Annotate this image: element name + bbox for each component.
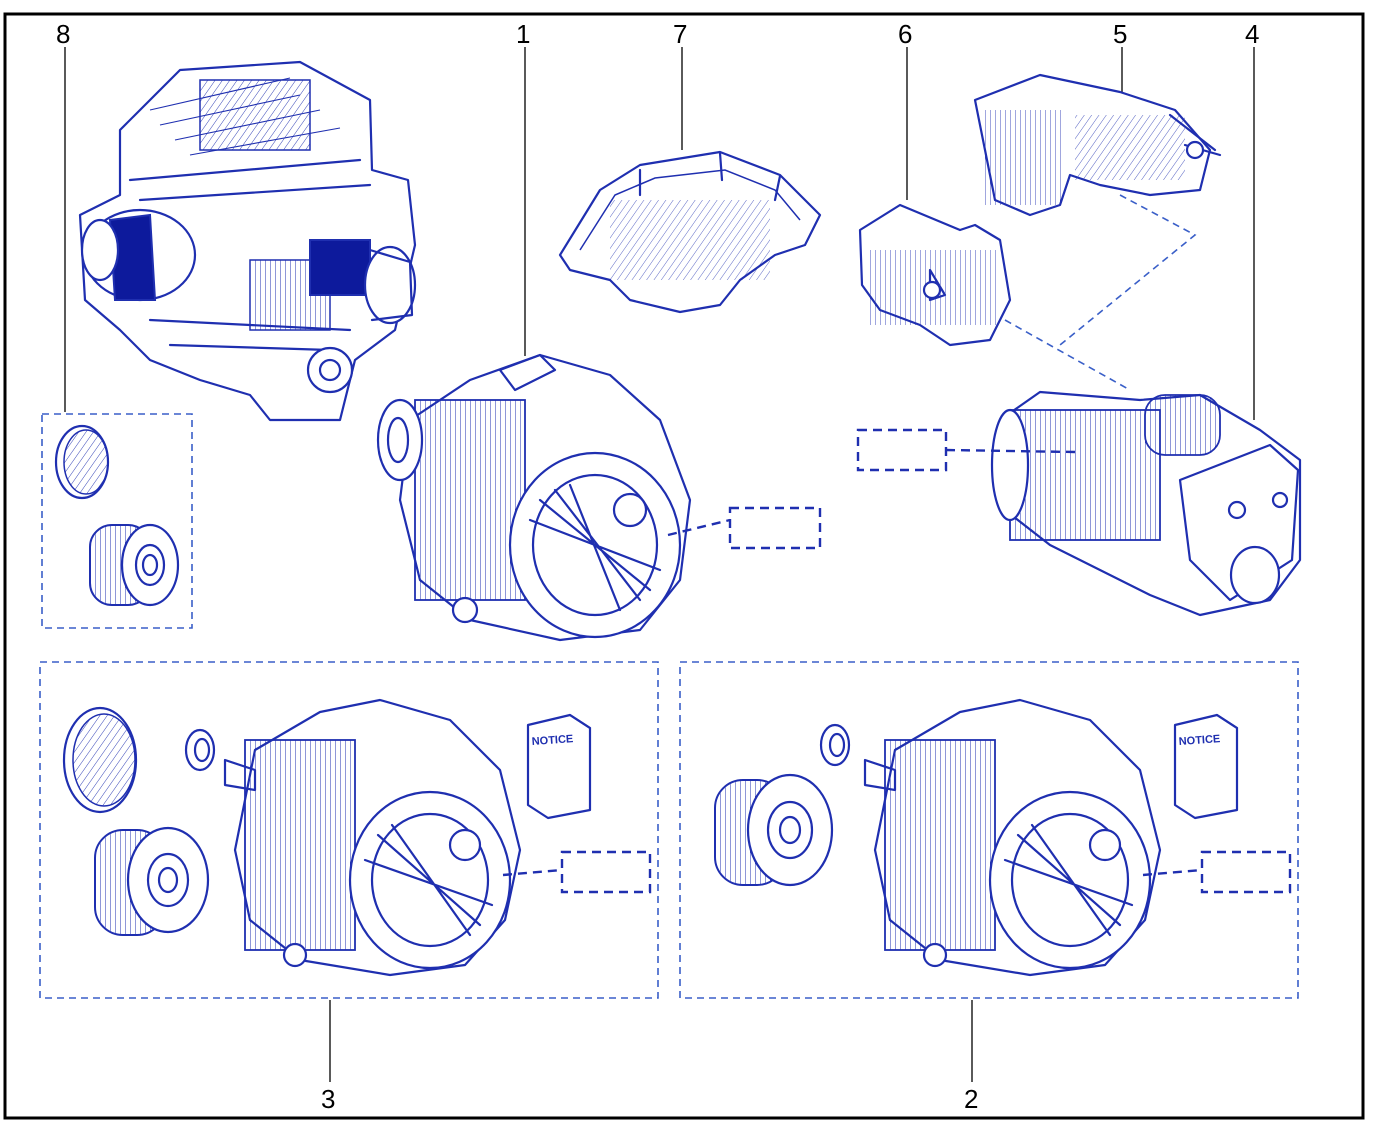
alternator-icon-2: [863, 698, 1292, 977]
callout-3: 3: [321, 1000, 335, 1114]
alternator-part-1: [376, 353, 822, 642]
engine-illustration: [78, 60, 417, 422]
notice-label-2: NOTICE: [1178, 733, 1220, 748]
callout-4-label: 4: [1245, 19, 1259, 49]
notice-booklet-icon-3: NOTICE: [526, 713, 592, 820]
seal-ring-icon-2: [819, 723, 851, 767]
protection-cover-part-7: [558, 150, 822, 314]
notice-booklet-icon-2: NOTICE: [1173, 713, 1239, 820]
callout-1: 1: [516, 19, 530, 356]
part-2-kit-group: NOTICE: [679, 661, 1299, 999]
callout-3-label: 3: [321, 1084, 335, 1114]
callout-2-label: 2: [964, 1084, 978, 1114]
decoupler-pulley-icon: [89, 523, 180, 607]
callout-2: 2: [964, 1000, 978, 1114]
starter-motor-part-4: [856, 390, 1302, 617]
callout-8-label: 8: [56, 19, 70, 49]
decoupler-pulley-icon-3: [94, 826, 210, 936]
callout-5: 5: [1113, 19, 1127, 95]
callout-6: 6: [898, 19, 912, 200]
seal-ring-icon-3: [184, 728, 216, 772]
callout-5-label: 5: [1113, 19, 1127, 49]
callout-1-label: 1: [516, 19, 530, 49]
alternator-icon-3: [223, 698, 652, 977]
heat-shield-part-6: [858, 203, 1012, 347]
callout-7-label: 7: [673, 19, 687, 49]
callout-8: 8: [56, 19, 70, 412]
callout-7: 7: [673, 19, 687, 150]
diagram-frame: [3, 12, 1365, 1120]
callout-4: 4: [1245, 19, 1259, 420]
part-8-group: [41, 413, 193, 629]
part-3-kit-group: NOTICE: [39, 661, 659, 999]
notice-label-3: NOTICE: [531, 733, 573, 748]
pulley-icon-2: [714, 773, 834, 887]
pulley-cap-icon: [54, 424, 110, 500]
pulley-cap-icon-3: [62, 706, 138, 814]
heat-shield-part-5: [973, 73, 1222, 391]
callout-6-label: 6: [898, 19, 912, 49]
